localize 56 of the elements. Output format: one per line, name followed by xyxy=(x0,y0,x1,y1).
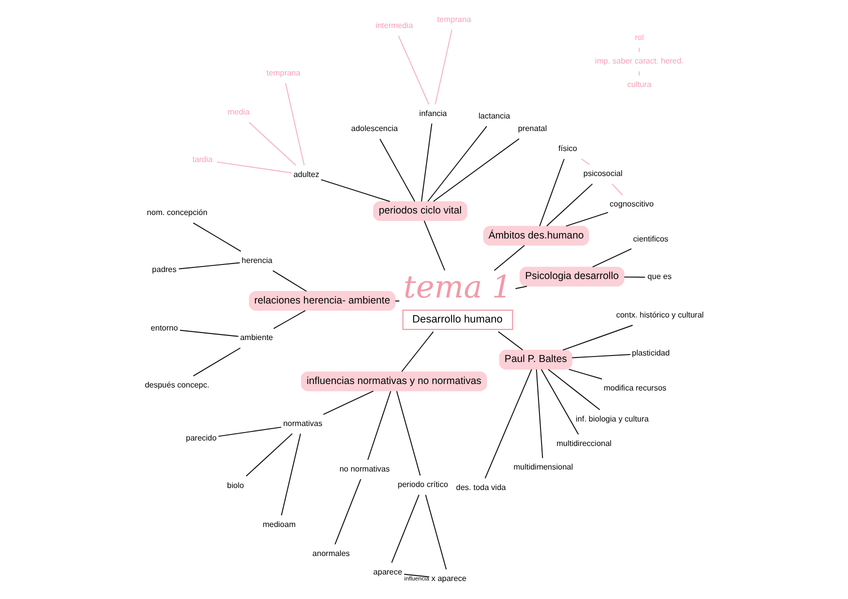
connector xyxy=(535,369,543,459)
connector xyxy=(390,494,419,564)
connector xyxy=(320,179,390,202)
connector xyxy=(192,222,241,252)
connector xyxy=(378,138,415,202)
connector xyxy=(623,276,645,278)
connector xyxy=(284,82,304,166)
node-box: Ámbitos des.humano xyxy=(482,226,589,246)
connector xyxy=(493,244,524,271)
connector xyxy=(280,433,300,516)
connector xyxy=(420,123,432,202)
connector xyxy=(403,574,430,578)
connector xyxy=(514,286,527,290)
connector xyxy=(592,248,632,268)
connector xyxy=(394,300,400,302)
connector xyxy=(434,29,452,105)
connector xyxy=(245,433,292,477)
connector xyxy=(547,368,600,410)
node-label: tema 1 xyxy=(403,270,512,306)
connector xyxy=(396,390,420,476)
connector xyxy=(432,138,520,202)
connector xyxy=(638,47,640,52)
connector xyxy=(580,158,590,166)
node-box: Psicologia desarrollo xyxy=(519,266,624,286)
connector xyxy=(322,390,374,415)
connector xyxy=(178,330,238,337)
connector xyxy=(272,270,306,292)
node-box: influencias normativas y no normativas xyxy=(300,371,486,392)
connector xyxy=(423,220,445,271)
connector xyxy=(565,212,608,227)
connector xyxy=(192,348,240,376)
connector xyxy=(562,324,633,351)
connector xyxy=(178,262,240,270)
connector xyxy=(424,494,446,570)
connector xyxy=(272,310,306,330)
connector xyxy=(546,183,592,226)
connector xyxy=(638,70,640,76)
node-box: relaciones herencia- ambiente xyxy=(248,291,395,311)
connector xyxy=(400,331,434,372)
node-box: Paul P. Baltes xyxy=(498,350,572,370)
connector xyxy=(571,354,630,358)
connector xyxy=(538,158,564,226)
connector xyxy=(568,368,602,380)
connector xyxy=(334,478,361,545)
connector xyxy=(611,183,623,196)
node-box: Desarrollo humano xyxy=(402,310,513,330)
connector xyxy=(217,426,282,437)
connector xyxy=(426,126,487,202)
connector xyxy=(540,368,578,435)
connector xyxy=(497,331,523,350)
connector xyxy=(484,368,532,479)
connector xyxy=(398,35,429,105)
node-box: periodos ciclo vital xyxy=(372,201,467,221)
connector xyxy=(248,122,296,166)
connector xyxy=(366,390,391,460)
connector xyxy=(216,162,292,174)
